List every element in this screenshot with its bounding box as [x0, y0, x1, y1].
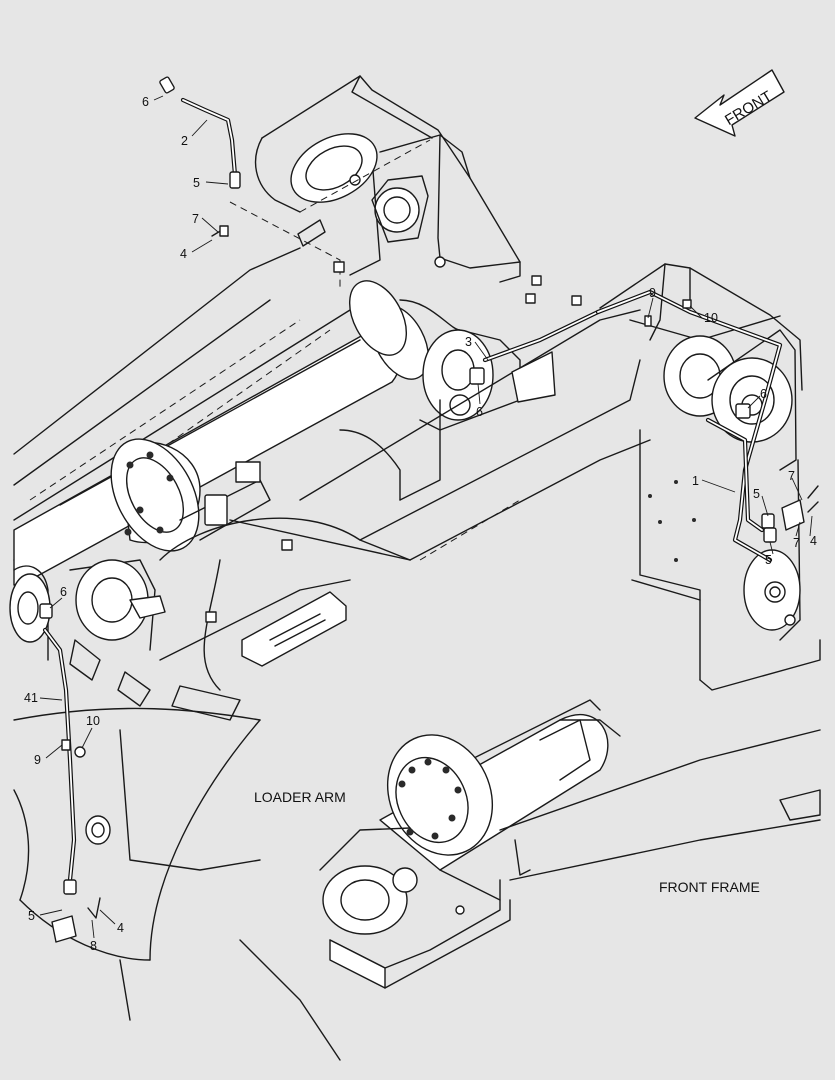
callout-5: 5: [753, 487, 760, 501]
callout-10: 10: [704, 311, 718, 325]
callout-10: 10: [86, 714, 100, 728]
front-frame-label: FRONT FRAME: [659, 879, 760, 895]
front-frame-body: [159, 309, 651, 691]
front-arrow-icon: FRONT: [694, 69, 785, 137]
callout-9: 9: [34, 753, 41, 767]
callout-1: 1: [692, 474, 699, 488]
upper-lift-cylinder: [13, 280, 430, 586]
callout-7: 7: [788, 469, 795, 483]
lower-lift-cylinder: [319, 699, 821, 989]
lower-left-arm: [9, 559, 341, 1061]
callout-7: 7: [793, 536, 800, 550]
callout-6: 6: [476, 405, 483, 419]
callout-5: 5: [28, 909, 35, 923]
callout-6: 6: [60, 585, 67, 599]
callout-41: 41: [24, 691, 38, 705]
callout-5: 5: [765, 553, 772, 567]
callout-4: 4: [810, 534, 817, 548]
callout-9: 9: [649, 286, 656, 300]
grease-line-2: [159, 76, 241, 237]
callout-4: 4: [180, 247, 187, 261]
callout-3: 3: [465, 335, 472, 349]
upper-pin-boss: [339, 299, 521, 501]
leader-lines: [39, 95, 813, 939]
callout-7: 7: [192, 212, 199, 226]
callout-2: 2: [181, 134, 188, 148]
upper-tower-structure: [229, 75, 582, 306]
right-tower-structure: [599, 263, 821, 821]
grease-line-41: [39, 603, 101, 943]
callout-6: 6: [760, 387, 767, 401]
grease-line-1: [595, 289, 819, 563]
callout-labels: 6 2 5 7 4 9 10 3 6 6 1 7 5 7 4 5 6 41 10…: [24, 95, 817, 953]
grease-line-3: [469, 309, 601, 403]
callout-6: 6: [142, 95, 149, 109]
callout-5: 5: [193, 176, 200, 190]
callout-4: 4: [117, 921, 124, 935]
callout-8: 8: [90, 939, 97, 953]
loader-arm-label: LOADER ARM: [254, 789, 346, 805]
